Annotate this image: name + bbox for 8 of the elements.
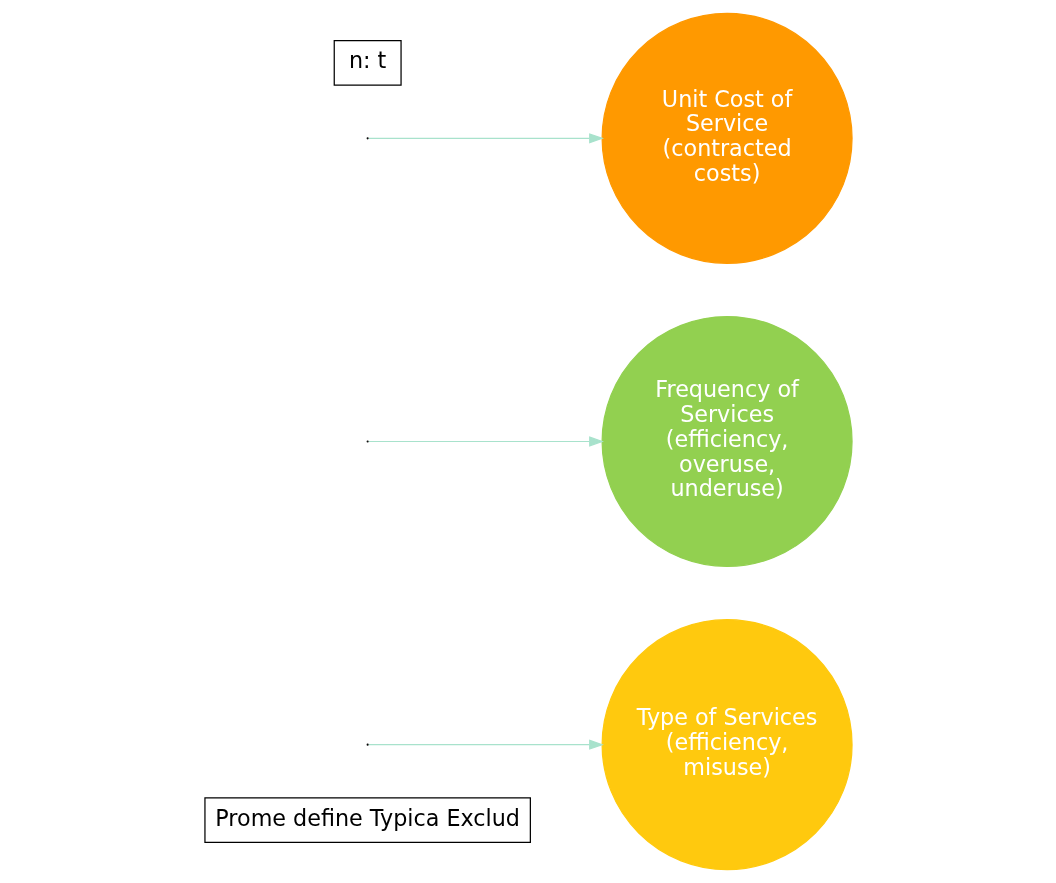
node-circle: Type of Services (efficiency, misuse) (601, 619, 853, 871)
arrow (367, 133, 604, 144)
arrow (367, 436, 604, 447)
node-circle: Frequency of Services (efficiency, overuse, underuse) (601, 315, 853, 568)
node-box: n: t (333, 40, 402, 86)
arrow (367, 739, 604, 750)
node-box: Prome define Typica Exclud (203, 797, 531, 843)
node-circle: Unit Cost of Service (contracted costs) (601, 12, 853, 264)
